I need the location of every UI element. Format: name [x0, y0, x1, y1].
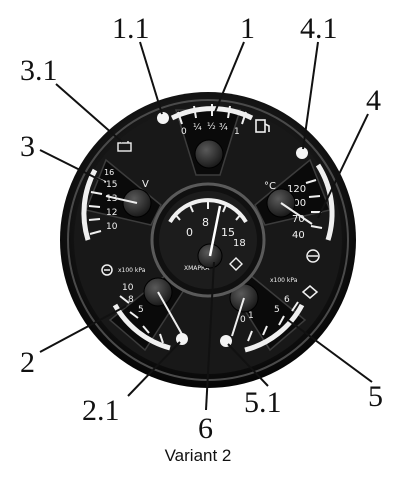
air-left-tick-5: 5: [138, 305, 144, 315]
center-tick-8: 8: [202, 216, 209, 229]
voltmeter-tick-15: 15: [106, 180, 117, 190]
center-gauge: 0 8 15 18 ХМАРКА: [152, 184, 264, 296]
air-left-tick-10: 10: [122, 283, 134, 293]
center-tick-0: 0: [186, 226, 193, 239]
voltmeter-unit: V: [142, 179, 149, 190]
oil-tick-6: 6: [284, 295, 290, 305]
fuel-tick-half: ½: [207, 122, 216, 132]
fuel-tick-quarter: ¼: [193, 123, 202, 133]
callout-4: 4: [366, 84, 381, 117]
callout-6: 6: [198, 412, 213, 445]
oil-tick-5: 5: [274, 305, 280, 315]
air-left-unit: x100 kPa: [118, 267, 146, 274]
callout-3: 3: [20, 130, 35, 163]
leader-4-1: [303, 42, 318, 149]
callout-4-1: 4.1: [300, 12, 338, 45]
leader-3-1: [56, 84, 122, 142]
fuel-tick-1: 1: [234, 127, 240, 137]
voltmeter-tick-10: 10: [106, 222, 118, 232]
fuel-warning-lamp: [157, 112, 169, 124]
voltmeter-tick-16: 16: [104, 168, 114, 177]
voltmeter-tick-12: 12: [106, 208, 117, 218]
callout-1: 1: [240, 12, 255, 45]
oil-tick-1: 1: [248, 311, 254, 321]
callout-2-1: 2.1: [82, 394, 120, 427]
callout-5-1: 5.1: [244, 386, 282, 419]
callout-1-1: 1.1: [112, 12, 150, 45]
center-tick-18: 18: [233, 238, 246, 249]
temperature-tick-40: 40: [292, 230, 305, 241]
air-left-tick-8: 8: [128, 295, 134, 305]
callout-5: 5: [368, 380, 383, 413]
cluster-body: 0 ¼ ½ ¾ 1 16 15 13 12: [60, 92, 356, 388]
temperature-warning-lamp: [296, 147, 308, 159]
oil-tick-0: 0: [240, 315, 246, 325]
fuel-needle-hub: [195, 140, 223, 168]
fuel-tick-0: 0: [181, 127, 187, 137]
leader-1-1: [140, 42, 162, 114]
figure-caption: Variant 2: [0, 446, 396, 466]
callout-3-1: 3.1: [20, 54, 58, 87]
fuel-tick-three-quarter: ¾: [219, 123, 228, 133]
callout-2: 2: [20, 346, 35, 379]
oil-unit: x100 kPa: [270, 277, 298, 284]
